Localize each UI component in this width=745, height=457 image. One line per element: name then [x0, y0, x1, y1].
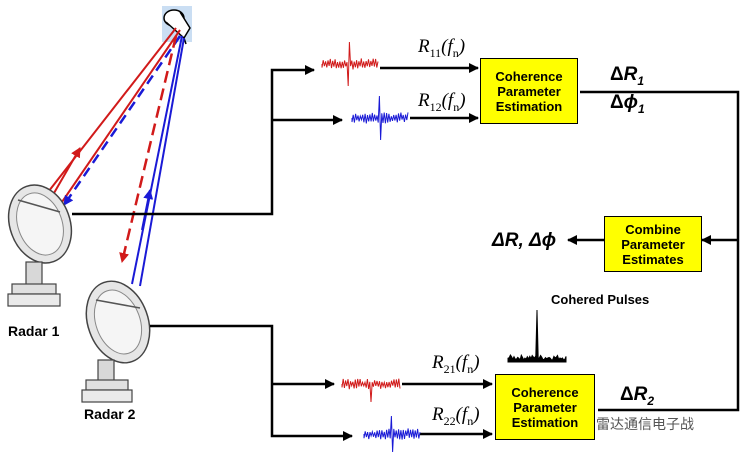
cohered-pulses-label: Cohered Pulses — [551, 292, 650, 307]
radar1-antenna-icon — [7, 184, 73, 307]
signal-r21-waveform — [341, 378, 401, 403]
output-delta-r2: ΔR2 — [620, 384, 655, 408]
radar1-feed-lines — [72, 63, 479, 216]
combine-estimates-box: Combine Parameter Estimates — [604, 216, 702, 272]
bottom-coherence-estimation-box: Coherence Parameter Estimation — [495, 374, 595, 440]
radar1-label: Radar 1 — [8, 323, 60, 339]
top-coherence-estimation-box: Coherence Parameter Estimation — [480, 58, 578, 124]
signal-r12-waveform — [351, 95, 409, 141]
radar2-feed-lines — [150, 324, 493, 441]
signal-r22-waveform — [363, 415, 421, 453]
radar2-beams — [119, 35, 185, 287]
signal-label-r22: R22(fn) — [432, 404, 480, 428]
combined-output-label: ΔR, Δϕ — [492, 230, 557, 251]
cohered-pulses-waveform — [507, 309, 567, 363]
output-delta-r1: ΔR1 — [610, 64, 645, 88]
target-icon — [162, 6, 192, 45]
combine-lines — [567, 90, 740, 412]
radar1-beams — [44, 27, 182, 206]
signal-r11-waveform — [321, 41, 379, 87]
signal-label-r12: R12(fn) — [418, 90, 466, 114]
watermark-text: 雷达通信电子战 — [596, 417, 694, 433]
output-delta-phi1: Δϕ1 — [610, 92, 645, 116]
signal-label-r11: R11(fn) — [418, 36, 466, 60]
signal-label-r21: R21(fn) — [432, 352, 480, 376]
radar2-label: Radar 2 — [84, 406, 136, 422]
radar2-antenna-icon — [81, 280, 151, 403]
